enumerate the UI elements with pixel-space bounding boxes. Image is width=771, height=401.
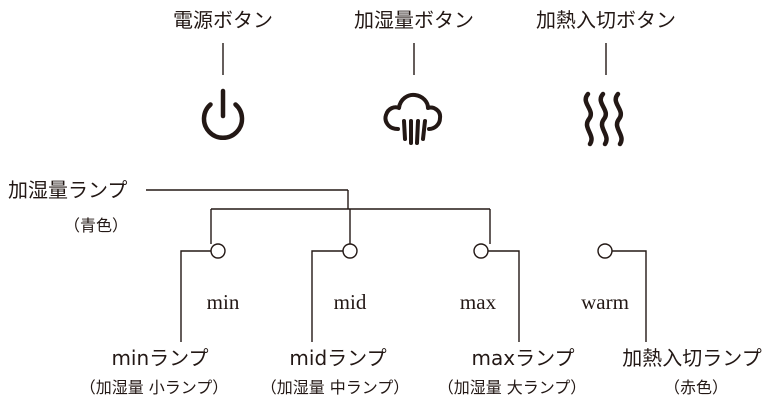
min-leader-line [180, 250, 211, 342]
min-panel-text: min [206, 290, 240, 314]
max-leader-line [488, 250, 520, 342]
lamp-group-note: （青色） [64, 216, 129, 235]
lamp-group-label: 加湿量ランプ [8, 178, 128, 202]
mid-leader-line [311, 250, 350, 342]
max-lamp-label: maxランプ [471, 346, 575, 370]
max-lamp-sub: （加湿量 大ランプ） [437, 378, 587, 397]
warm-lamp-label: 加熱入切ランプ [622, 346, 762, 370]
min-lamp-sub: （加湿量 小ランプ） [79, 378, 229, 397]
warm-lamp [597, 243, 613, 259]
warm-lamp-sub: （赤色） [663, 378, 729, 397]
max-lamp [473, 243, 489, 259]
heat-waves-icon [583, 91, 624, 147]
min-lamp-label: minランプ [111, 346, 209, 370]
max-panel-text: max [459, 290, 497, 314]
power-icon [201, 88, 245, 141]
min-lamp [210, 243, 226, 259]
warm-leader-line [612, 250, 647, 342]
mid-lamp-label: midランプ [289, 346, 387, 370]
cloud-mist-icon [383, 92, 443, 145]
warm-panel-text: warm [581, 290, 629, 314]
mid-panel-text: mid [333, 290, 367, 314]
heat-button-label: 加熱入切ボタン [536, 8, 676, 32]
mid-lamp-sub: （加湿量 中ランプ） [260, 378, 410, 397]
humidify-button-label: 加湿量ボタン [354, 8, 474, 32]
power-button-label: 電源ボタン [173, 8, 273, 32]
mid-lamp [342, 243, 358, 259]
